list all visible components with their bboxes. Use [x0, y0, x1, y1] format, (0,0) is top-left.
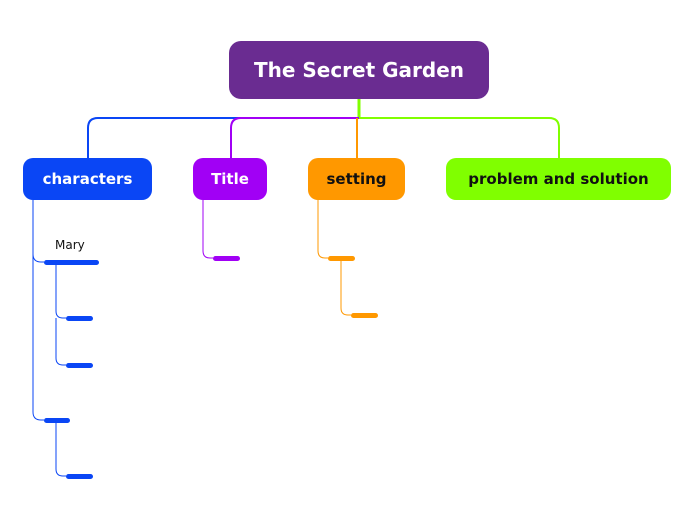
connector-setting-sub [317, 200, 328, 259]
connector-characters [87, 117, 359, 158]
connector-characters-sub [32, 200, 44, 421]
central-topic[interactable]: The Secret Garden [229, 41, 489, 99]
subtopic-setting-1-child[interactable] [351, 313, 378, 318]
topic-characters[interactable]: characters [23, 158, 152, 200]
subtopic-mary-label: Mary [55, 238, 85, 252]
subtopic-mary[interactable] [44, 260, 99, 265]
connector-setting-child [340, 261, 351, 316]
connector-mary-children [55, 264, 66, 366]
subtopic-mary-child-2[interactable] [66, 363, 93, 368]
topic-setting[interactable]: setting [308, 158, 405, 200]
subtopic-setting-1[interactable] [328, 256, 355, 261]
connector-problem [359, 117, 560, 158]
subtopic-characters-2[interactable] [44, 418, 70, 423]
connector-sub2-children [55, 422, 66, 477]
subtopic-characters-2-child[interactable] [66, 474, 93, 479]
subtopic-title-1[interactable] [213, 256, 240, 261]
topic-problem-and-solution[interactable]: problem and solution [446, 158, 671, 200]
subtopic-mary-child-1[interactable] [66, 316, 93, 321]
connector-title [230, 117, 359, 158]
topic-title[interactable]: Title [193, 158, 267, 200]
connector-title-sub [202, 200, 213, 259]
